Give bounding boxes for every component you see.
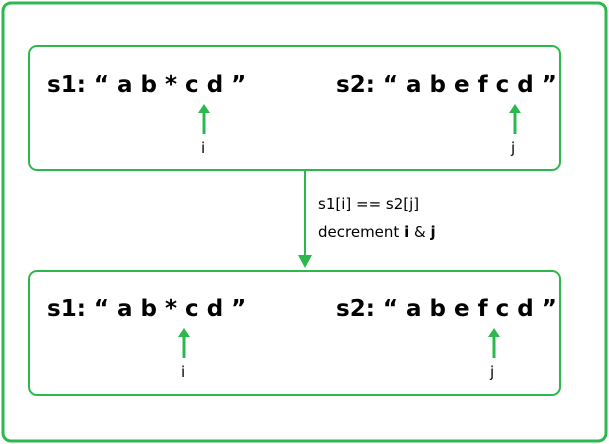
transition-arrowhead <box>298 255 312 268</box>
bottom-s2-string: s2: “ a b e f c d ” <box>336 296 557 322</box>
top-s2-string: s2: “ a b e f c d ” <box>336 72 557 98</box>
bottom-pointer-j-label: j <box>489 363 494 381</box>
bottom-state-box: s1: “ a b * c d ” s2: “ a b e f c d ” i … <box>28 270 561 396</box>
bottom-s1-string: s1: “ a b * c d ” <box>47 296 246 322</box>
transition-condition: s1[i] == s2[j] <box>318 195 419 213</box>
top-state-box: s1: “ a b * c d ” s2: “ a b e f c d ” i … <box>28 45 561 171</box>
transition-action-amp: & <box>409 223 430 241</box>
top-box-border <box>28 45 561 171</box>
transition-action: decrement i & j <box>318 223 436 241</box>
top-pointer-i-arrowhead <box>198 104 210 113</box>
transition-action-j: j <box>429 223 435 241</box>
top-pointer-j-arrowhead <box>509 104 521 113</box>
transition-action-i: i <box>404 223 409 241</box>
bottom-pointer-i-label: i <box>181 363 185 381</box>
bottom-pointer-j-arrowhead <box>488 328 500 337</box>
transition-action-prefix: decrement <box>318 223 404 241</box>
bottom-pointer-i-arrowhead <box>178 328 190 337</box>
transition-arrow <box>298 171 312 268</box>
top-s1-string: s1: “ a b * c d ” <box>47 72 246 98</box>
top-pointer-j-label: j <box>510 139 515 157</box>
bottom-box-border <box>28 270 561 396</box>
top-pointer-i-label: i <box>201 139 205 157</box>
